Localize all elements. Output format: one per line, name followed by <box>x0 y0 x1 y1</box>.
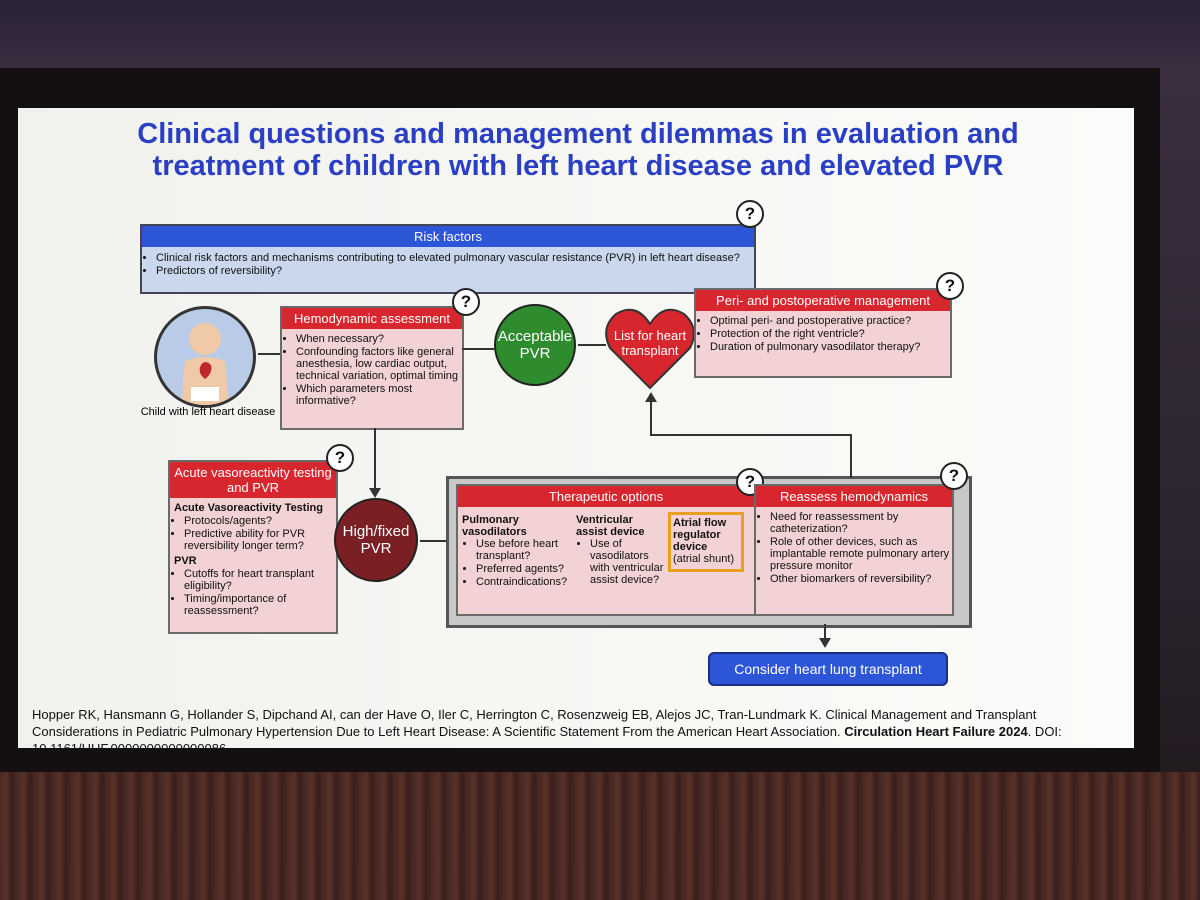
col-item: Use before heart transplant? <box>476 538 570 562</box>
stage-curtain <box>0 772 1200 900</box>
risk-factor-item: Clinical risk factors and mechanisms con… <box>156 252 754 264</box>
col-title: Pulmonary vasodilators <box>462 514 527 538</box>
arrow <box>650 434 852 436</box>
acute-item: Timing/importance of reassessment? <box>184 593 336 617</box>
question-icon: ? <box>736 468 764 496</box>
hemodynamic-item: When necessary? <box>296 333 462 345</box>
therapeutic-box: Therapeutic options Pulmonary vasodilato… <box>456 484 756 616</box>
question-icon: ? <box>452 288 480 316</box>
arrow <box>578 344 606 346</box>
arrow <box>374 428 376 492</box>
col-item: Contraindications? <box>476 576 570 588</box>
arrow-head <box>369 488 381 498</box>
arrow <box>650 402 652 436</box>
therapy-col-vasodilators: Pulmonary vasodilators Use before heart … <box>462 514 570 589</box>
reassess-box: Reassess hemodynamics Need for reassessm… <box>754 484 954 616</box>
citation-journal: Circulation Heart Failure 2024 <box>844 724 1028 739</box>
acute-sub1: Acute Vasoreactivity Testing <box>174 502 323 514</box>
arrow <box>258 353 280 355</box>
col-item: Preferred agents? <box>476 563 570 575</box>
question-icon: ? <box>326 444 354 472</box>
risk-factor-item: Predictors of reversibility? <box>156 265 754 277</box>
reassess-item: Need for reassessment by catheterization… <box>770 511 952 535</box>
slide: Clinical questions and management dilemm… <box>18 108 1134 756</box>
citation: Hopper RK, Hansmann G, Hollander S, Dipc… <box>32 706 1112 757</box>
list-transplant-label: List for heart transplant <box>613 328 687 358</box>
acute-item: Predictive ability for PVR reversibility… <box>184 528 336 552</box>
col-item: Use of vasodilators with ventricular ass… <box>590 538 666 586</box>
hemodynamic-box: Hemodynamic assessment When necessary? C… <box>280 306 464 430</box>
arrow <box>850 434 852 478</box>
periop-item: Duration of pulmonary vasodilator therap… <box>710 341 950 353</box>
acceptable-pvr-circle: Acceptable PVR <box>494 304 576 386</box>
arrow <box>462 348 494 350</box>
heart-icon <box>605 308 695 390</box>
reassess-item: Role of other devices, such as implantab… <box>770 536 952 572</box>
citation-doi: . DOI: 10.1161/HHF.0000000000000086 <box>32 724 1062 756</box>
arrow <box>824 624 826 642</box>
therapy-col-vad: Ventricular assist device Use of vasodil… <box>576 514 666 587</box>
periop-item: Optimal peri- and postoperative practice… <box>710 315 950 327</box>
heart-lung-button: Consider heart lung transplant <box>708 652 948 686</box>
hemodynamic-item: Which parameters most informative? <box>296 383 462 407</box>
arrow-head <box>645 392 657 402</box>
acute-item: Cutoffs for heart transplant eligibility… <box>184 568 336 592</box>
acute-header: Acute vasoreactivity testing and PVR <box>170 462 336 498</box>
arrow <box>420 540 446 542</box>
col-title: Atrial flow regulator device <box>673 517 727 553</box>
citation-text: Hopper RK, Hansmann G, Hollander S, Dipc… <box>32 707 1037 739</box>
reassess-item: Other biomarkers of reversibility? <box>770 573 952 585</box>
question-icon: ? <box>936 272 964 300</box>
child-illustration <box>154 306 256 408</box>
periop-item: Protection of the right ventricle? <box>710 328 950 340</box>
baby-icon <box>181 323 229 405</box>
acute-item: Protocols/agents? <box>184 515 336 527</box>
periop-header: Peri- and postoperative management <box>696 290 950 311</box>
risk-factors-box: Risk factors Clinical risk factors and m… <box>140 224 756 294</box>
reassess-header: Reassess hemodynamics <box>756 486 952 507</box>
heart-shape <box>604 304 696 390</box>
therapy-col-atrial: Atrial flow regulator device (atrial shu… <box>668 512 744 572</box>
child-label: Child with left heart disease <box>140 406 276 418</box>
periop-box: Peri- and postoperative management Optim… <box>694 288 952 378</box>
acute-box: Acute vasoreactivity testing and PVR Acu… <box>168 460 338 634</box>
question-icon: ? <box>940 462 968 490</box>
hemodynamic-item: Confounding factors like general anesthe… <box>296 346 462 382</box>
col-sub: (atrial shunt) <box>673 553 735 565</box>
question-icon: ? <box>736 200 764 228</box>
risk-factors-header: Risk factors <box>142 226 754 247</box>
col-title: Ventricular assist device <box>576 514 645 538</box>
acute-sub2: PVR <box>174 555 197 567</box>
high-pvr-circle: High/fixed PVR <box>334 498 418 582</box>
slide-title: Clinical questions and management dilemm… <box>137 118 1019 182</box>
arrow-head <box>819 638 831 648</box>
hemodynamic-header: Hemodynamic assessment <box>282 308 462 329</box>
therapeutic-header: Therapeutic options <box>458 486 754 507</box>
